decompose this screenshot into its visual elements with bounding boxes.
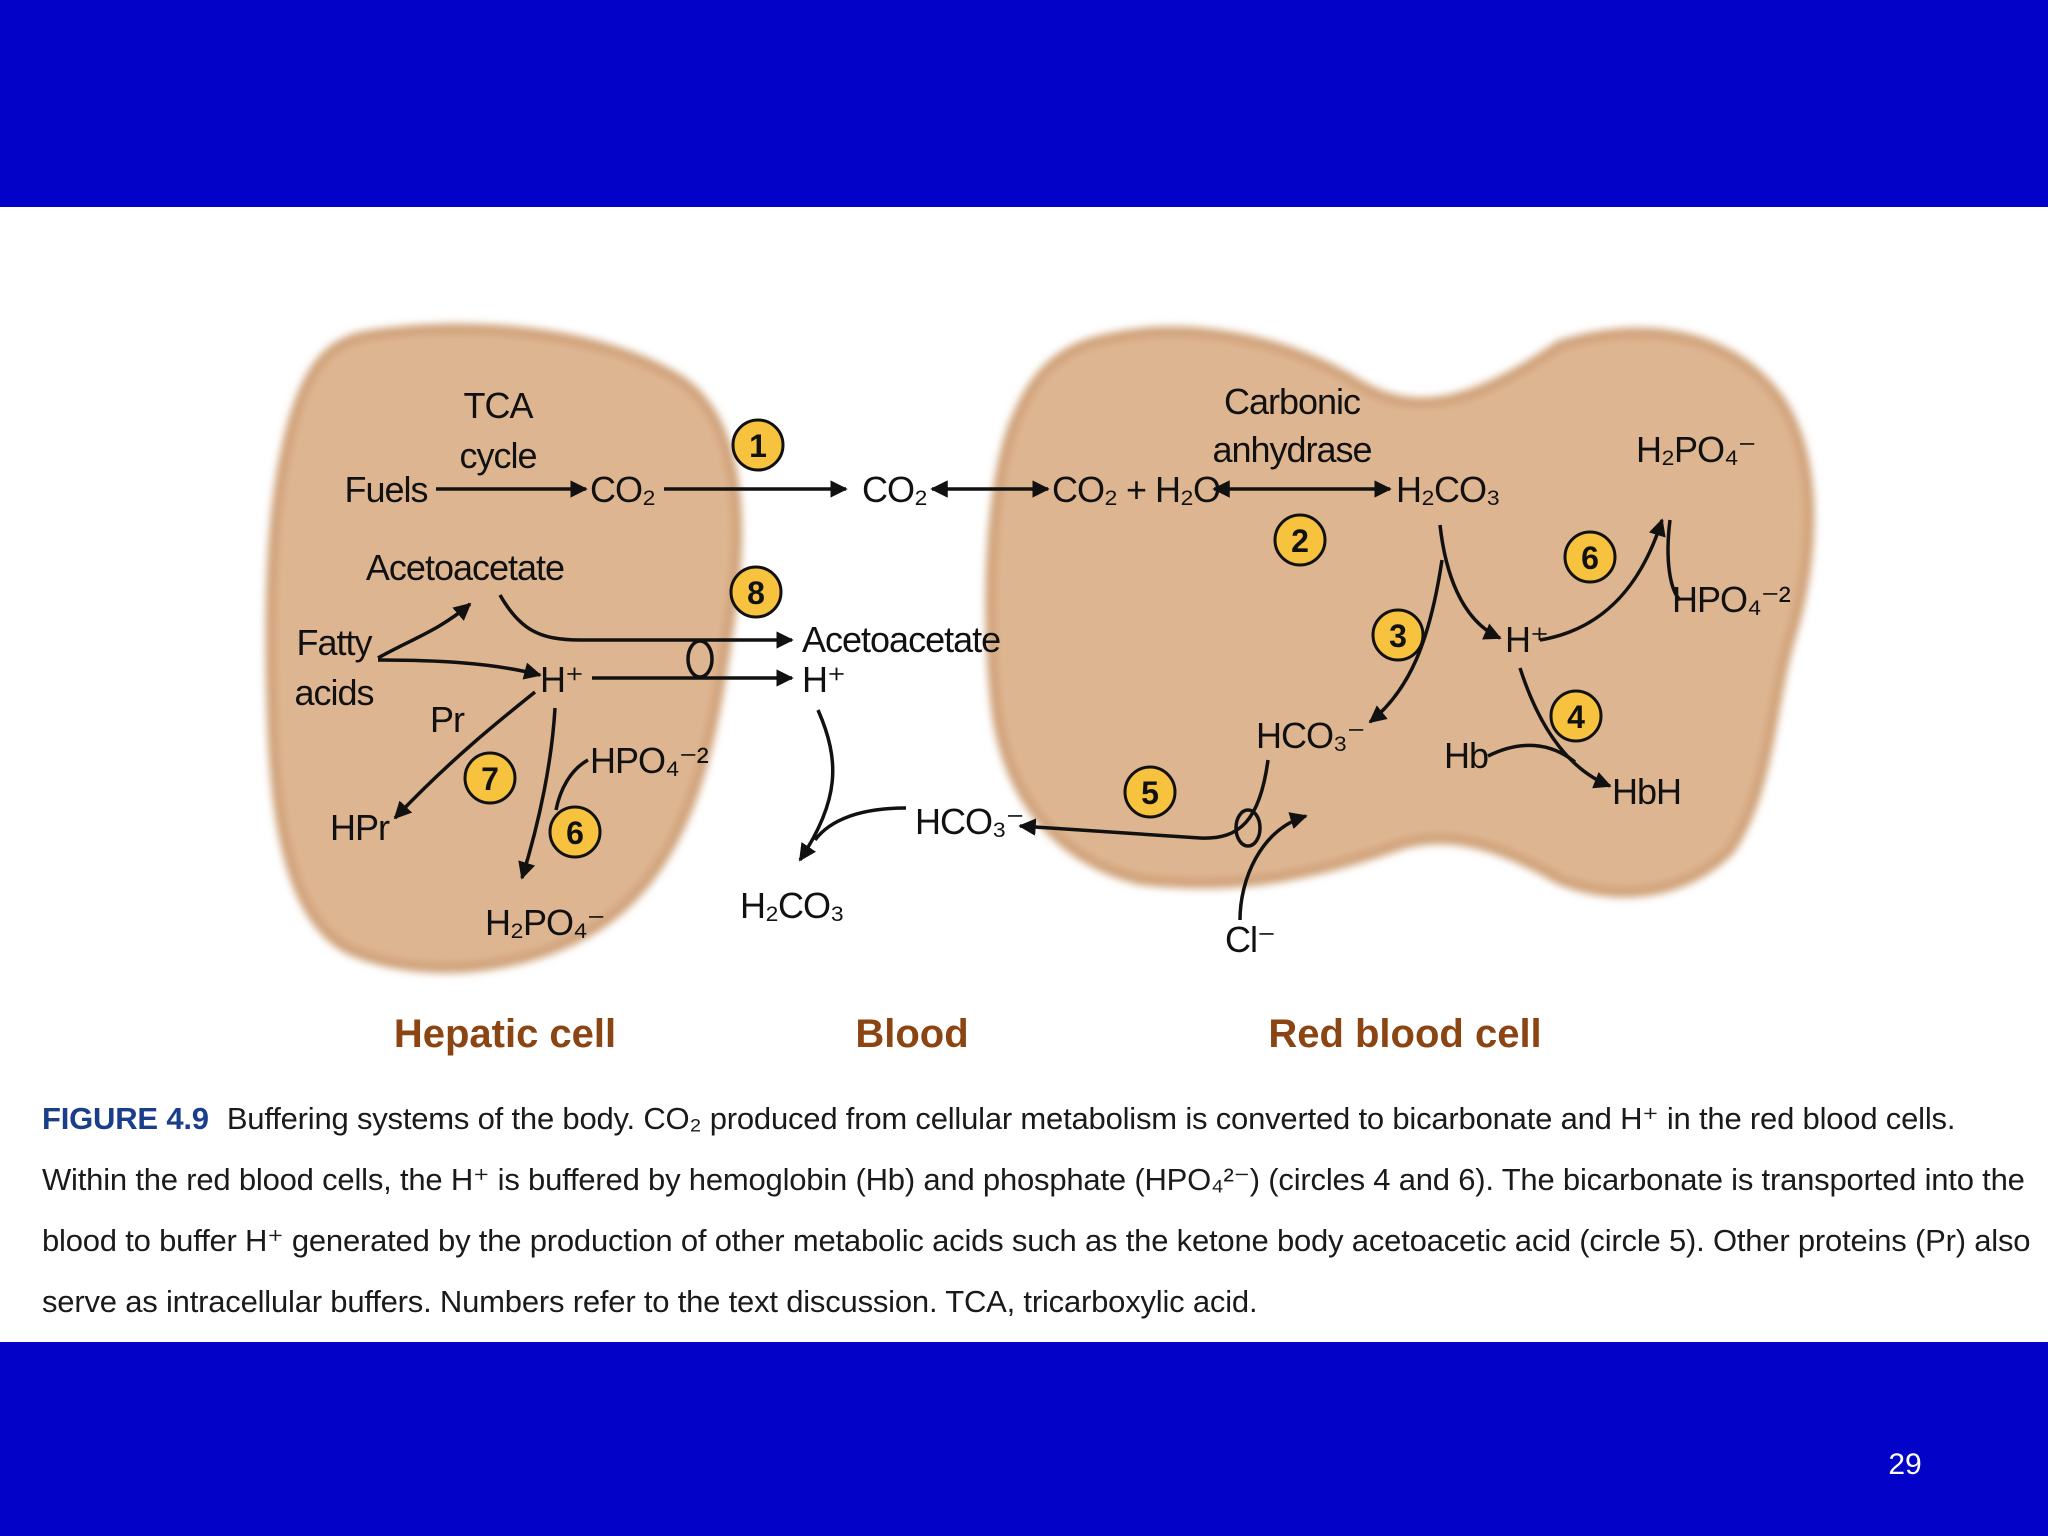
arrow-h-hbh — [1518, 667, 1612, 789]
chloride-exchanger — [1234, 808, 1262, 848]
hbh-label: HbH — [1612, 771, 1681, 812]
arrow-hco3-out — [1368, 559, 1444, 724]
svg-text:6: 6 — [566, 815, 584, 851]
pr-label: Pr — [430, 699, 465, 740]
step-badge-1: 1 — [731, 418, 785, 472]
svg-text:5: 5 — [1141, 775, 1159, 811]
anhydrase-label: anhydrase — [1212, 429, 1371, 470]
rbc-h2co3-label: H₂CO₃ — [1396, 469, 1500, 510]
arrow-h-h2po4 — [518, 707, 557, 880]
hepatic-acetoacetate-label: Acetoacetate — [366, 547, 564, 588]
top-banner — [0, 0, 2048, 207]
bottom-banner — [0, 1342, 2048, 1536]
hb-label: Hb — [1444, 735, 1488, 776]
blood-h-label: H⁺ — [802, 659, 845, 700]
arrow-h2co3-split — [1438, 524, 1502, 640]
fatty-label: Fatty — [296, 622, 372, 663]
svg-text:6: 6 — [1581, 540, 1599, 576]
arrow-hpo4-join-rbc — [1666, 519, 1682, 602]
step-badge-2: 2 — [1273, 513, 1327, 567]
cl-label: Cl⁻ — [1225, 919, 1275, 960]
svg-text:7: 7 — [481, 761, 499, 797]
arrow-blood-h-h2co3 — [798, 709, 835, 862]
arrow-exchanger-cl — [1238, 812, 1308, 921]
step-badge-6-hepatic: 6 — [548, 805, 602, 859]
page-number: 29 — [1888, 1448, 1922, 1481]
caption-text: Buffering systems of the body. CO₂ produ… — [42, 1101, 2031, 1319]
arrow-fatty-acetoacetate — [377, 602, 472, 660]
cycle-label: cycle — [459, 435, 536, 476]
step-badge-6-rbc: 6 — [1563, 530, 1617, 584]
step-badge-8: 8 — [729, 565, 783, 619]
arrow-h-pr — [393, 690, 537, 820]
buffering-diagram: TCA cycle Fuels CO₂ Acetoacetate Fatty a… — [265, 323, 1815, 1056]
figure-label: FIGURE 4.9 — [42, 1101, 209, 1136]
arrow-hpo4-join — [554, 758, 589, 811]
fuels-label: Fuels — [344, 469, 427, 510]
hpr-label: HPr — [330, 807, 390, 848]
tca-label: TCA — [464, 385, 534, 426]
step-badge-3: 3 — [1371, 608, 1425, 662]
blood-h2co3-label: H₂CO₃ — [740, 885, 844, 926]
svg-text:2: 2 — [1291, 523, 1309, 559]
arrow-hco3-join — [813, 806, 907, 842]
svg-text:1: 1 — [749, 428, 767, 464]
hepatic-co2-label: CO₂ — [590, 469, 655, 510]
step-badge-7: 7 — [463, 751, 517, 805]
step-badge-5: 5 — [1123, 765, 1177, 819]
rbc-h-label: H⁺ — [1505, 619, 1548, 660]
hepatic-h2po4-label: H₂PO₄⁻ — [485, 902, 605, 943]
arrow-acetoacetate-export — [498, 594, 794, 649]
rbc-hpo4-label: HPO₄⁻² — [1672, 579, 1791, 620]
carbonic-label: Carbonic — [1224, 381, 1361, 422]
rbc-hco3-label: HCO₃⁻ — [1256, 715, 1365, 756]
arrow-fatty-h — [377, 658, 542, 680]
hepatic-cell-label: Hepatic cell — [394, 1012, 616, 1056]
arrow-h-hpo4 — [1539, 518, 1666, 642]
svg-text:8: 8 — [747, 575, 765, 611]
blood-label: Blood — [855, 1012, 968, 1056]
svg-text:3: 3 — [1389, 618, 1407, 654]
arrow-exchanger-hco3 — [1018, 759, 1270, 840]
blood-co2-label: CO₂ — [862, 469, 927, 510]
acids-label: acids — [294, 672, 373, 713]
blood-hco3-label: HCO₃⁻ — [915, 801, 1024, 842]
step-badge-4: 4 — [1549, 689, 1603, 743]
rbc-h2po4-label: H₂PO₄⁻ — [1636, 429, 1756, 470]
red-blood-cell-label: Red blood cell — [1268, 1012, 1541, 1056]
hepatic-cell-shape-fill — [280, 338, 728, 957]
arrow-hb-join — [1487, 743, 1577, 764]
hepatic-h-label: H⁺ — [540, 659, 583, 700]
blood-acetoacetate-label: Acetoacetate — [802, 619, 1000, 660]
co2-h2o-label: CO₂ + H₂O — [1052, 469, 1220, 510]
acetoacetate-transporter — [686, 639, 714, 679]
hepatic-hpo4-label: HPO₄⁻² — [590, 740, 709, 781]
svg-text:4: 4 — [1567, 699, 1585, 735]
